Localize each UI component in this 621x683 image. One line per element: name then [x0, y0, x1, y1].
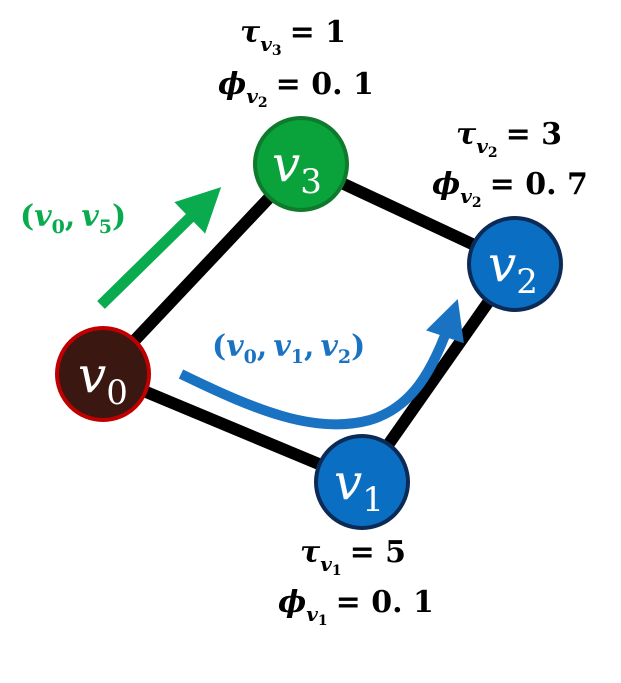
label-v2: τv2= 3 ϕv2= 0. 7 — [432, 117, 588, 211]
label-v3-phi: ϕv2= 0. 1 — [218, 67, 374, 111]
node-v1-label: v1 — [334, 453, 384, 520]
node-v0-circle — [55, 326, 151, 422]
label-v1-phi: ϕv1= 0. 1 — [278, 585, 434, 629]
node-v1: v1 — [314, 434, 410, 530]
node-v0: v0 — [55, 326, 151, 422]
edge-v3-v0 — [98, 159, 306, 379]
node-v3-label: v3 — [272, 135, 322, 202]
node-v3: v3 — [253, 116, 349, 212]
label-v1-tau: τv1= 5 — [300, 535, 406, 579]
node-v2: v2 — [467, 216, 563, 312]
label-v3: τv3= 1 ϕv2= 0. 1 — [218, 15, 374, 111]
label-v2-tau: τv2= 3 — [456, 117, 562, 161]
path-label-green: (v0,v5) — [20, 199, 126, 238]
node-v0-label: v0 — [78, 346, 128, 413]
label-v1: τv1= 5 ϕv1= 0. 1 — [278, 535, 434, 629]
label-v3-tau: τv3= 1 — [240, 15, 346, 59]
path-label-blue: (v0,v1,v2) — [212, 329, 365, 368]
node-v2-label: v2 — [488, 235, 538, 302]
path-arrow-green — [97, 187, 222, 309]
label-v2-phi: ϕv2= 0. 7 — [432, 167, 588, 211]
node-v2-circle — [467, 216, 563, 312]
path-arrow-blue — [178, 298, 464, 430]
node-v1-circle — [314, 434, 410, 530]
node-v3-circle — [253, 116, 349, 212]
